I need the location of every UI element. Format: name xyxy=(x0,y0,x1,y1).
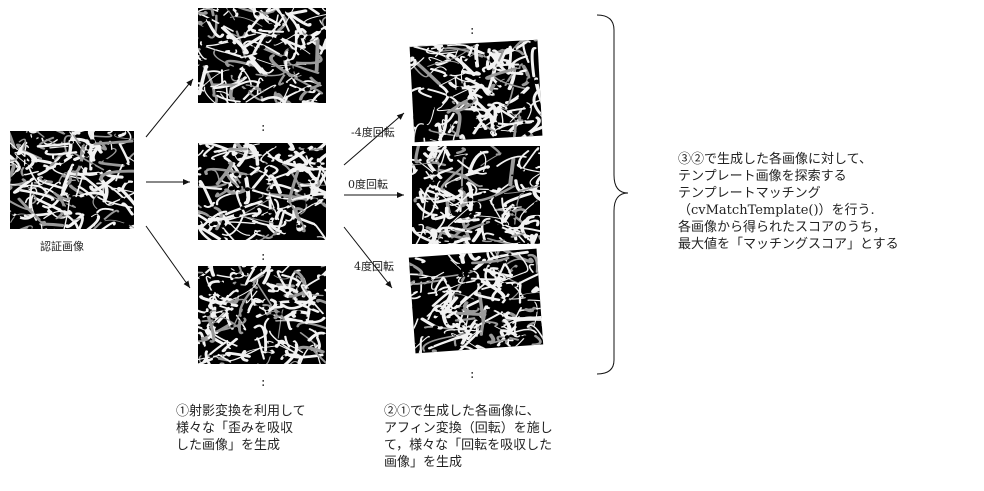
ellipsis-col1-a: : xyxy=(261,120,266,135)
vein-pattern-texture xyxy=(10,131,134,229)
arrow-to-top xyxy=(145,78,194,138)
step1-line: ①射影変換を利用して xyxy=(176,404,306,419)
step1-description: ①射影変換を利用して 様々な「歪みを吸収 した画像」を生成 xyxy=(176,403,306,454)
ellipsis-col1-c: : xyxy=(261,375,266,390)
step3-line: 最大値を「マッチングスコア」とする xyxy=(678,237,899,252)
rotated-image-minus4 xyxy=(409,39,543,143)
rotated-image-zero xyxy=(412,146,540,244)
step2-line: ②①で生成した各画像に、 xyxy=(384,404,540,419)
ellipsis-col2-bottom: : xyxy=(470,367,475,382)
rotation-label-zero: 0度回転 xyxy=(348,178,388,191)
rotated-image-plus4 xyxy=(408,248,544,354)
step3-description: ③②で生成した各画像に対して、 テンプレート画像を探索する テンプレートマッチン… xyxy=(678,151,899,253)
step3-line: （cvMatchTemplate()）を行う. xyxy=(678,203,875,218)
distorted-image-middle xyxy=(198,143,326,240)
distorted-image-top xyxy=(198,8,326,103)
vein-pattern-texture xyxy=(198,143,326,240)
distorted-image-bottom xyxy=(198,266,326,364)
rotation-label-minus4: -4度回転 xyxy=(351,126,395,139)
source-image-caption: 認証画像 xyxy=(40,240,84,253)
vein-pattern-texture xyxy=(408,248,544,354)
step2-line: アフィン変換（回転）を施し xyxy=(384,421,553,436)
step2-line: て，様々な「回転を吸収した xyxy=(384,438,553,453)
rotation-label-plus4: 4度回転 xyxy=(354,260,394,273)
step3-line: テンプレートマッチング xyxy=(678,186,821,201)
step1-line: 様々な「歪みを吸収 xyxy=(176,421,294,436)
vein-pattern-texture xyxy=(409,39,543,143)
step1-line: した画像」を生成 xyxy=(176,438,281,453)
ellipsis-col2-top: : xyxy=(470,23,475,38)
step2-description: ②①で生成した各画像に、 アフィン変換（回転）を施し て，様々な「回転を吸収した… xyxy=(384,403,553,471)
source-vein-image xyxy=(10,131,134,229)
right-brace xyxy=(596,14,629,375)
arrow-to-bottom xyxy=(145,225,191,289)
vein-pattern-texture xyxy=(412,146,540,244)
ellipsis-col1-b: : xyxy=(261,249,266,264)
step2-line: 画像」を生成 xyxy=(384,455,463,470)
vein-pattern-texture xyxy=(198,266,326,364)
step3-line: テンプレート画像を探索する xyxy=(678,169,847,184)
step3-line: ③②で生成した各画像に対して、 xyxy=(678,152,872,167)
vein-pattern-texture xyxy=(198,8,326,103)
step3-line: 各画像から得られたスコアのうち， xyxy=(678,220,887,235)
